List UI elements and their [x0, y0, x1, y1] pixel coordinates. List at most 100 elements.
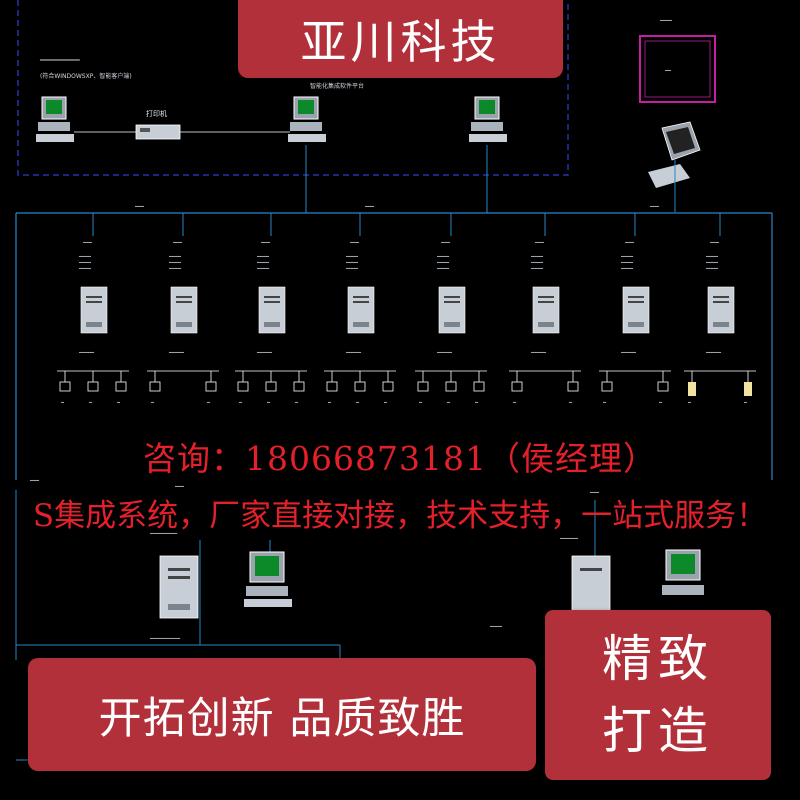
device-icon — [445, 381, 457, 392]
platform-label: 智能化集成软件平台 — [310, 82, 364, 90]
slogan-banner: 开拓创新 品质致胜 — [28, 658, 536, 771]
svg-text:━: ━ — [238, 400, 243, 406]
svg-text:━━━━: ━━━━ — [168, 266, 182, 272]
svg-text:━━━━: ━━━━ — [256, 254, 270, 260]
svg-text:━━━━: ━━━━ — [620, 254, 634, 260]
svg-text:━: ━ — [383, 400, 388, 406]
device-icon — [382, 381, 394, 392]
svg-text:━━━━: ━━━━ — [345, 260, 359, 266]
workstation-center — [288, 96, 326, 142]
svg-text:━━━: ━━━ — [709, 240, 720, 246]
brand-banner: 亚川科技 — [238, 0, 563, 78]
svg-text:━━━: ━━━ — [624, 240, 635, 246]
device-icon — [744, 382, 752, 396]
subsystem-columns: ━━━━━━━━━━━━━━━━━━━━━━━━━━━━━━━━━━━━━━━━… — [57, 213, 756, 406]
device-icon — [417, 381, 429, 392]
svg-text:━━━━: ━━━━ — [168, 254, 182, 260]
svg-text:━━━━: ━━━━ — [78, 266, 92, 272]
lower-right-server — [571, 555, 611, 617]
workstation-left — [36, 96, 74, 142]
subsystem-column: ━━━━━━━━━━━━━━━━━━━━━━ — [599, 213, 671, 406]
printer-label: 打印机 — [146, 109, 167, 118]
svg-text:━━━━: ━━━━ — [530, 254, 544, 260]
svg-text:━━━━: ━━━━ — [345, 254, 359, 260]
svg-text:━━━━: ━━━━ — [705, 260, 719, 266]
subsystem-column: ━━━━━━━━━━━━━━━━━━━━━━━ — [235, 213, 307, 406]
subsystem-column: ━━━━━━━━━━━━━━━━━━━━━━━ — [57, 213, 129, 406]
svg-text:━━━: ━━━ — [29, 478, 40, 484]
device-icon — [115, 381, 127, 392]
svg-text:━━━━━: ━━━━━ — [345, 350, 362, 356]
svg-text:━━━━: ━━━━ — [436, 266, 450, 272]
svg-text:━━━━━━━━━━: ━━━━━━━━━━ — [149, 636, 181, 642]
svg-text:━━━━━━━━━: ━━━━━━━━━ — [149, 531, 178, 537]
svg-text:━━━: ━━━ — [534, 240, 545, 246]
svg-text:━: ━ — [474, 400, 479, 406]
device-icon — [354, 381, 366, 392]
device-icon — [657, 381, 669, 392]
svg-text:━━━━: ━━━━ — [489, 624, 503, 630]
svg-text:━━━━: ━━━━ — [530, 260, 544, 266]
svg-text:━━━━━━: ━━━━━━ — [559, 536, 579, 542]
svg-text:━━━: ━━━ — [349, 240, 360, 246]
slogan-text: 开拓创新 品质致胜 — [98, 693, 466, 744]
service-line: S集成系统，厂家直接对接，技术支持，一站式服务！ — [32, 498, 768, 534]
svg-text:━: ━ — [687, 400, 692, 406]
device-icon — [59, 381, 71, 392]
badge-line-2: 打造 — [602, 702, 714, 760]
main-bus — [15, 212, 773, 480]
svg-text:━━━━: ━━━━ — [620, 266, 634, 272]
enclosure-note-1: ━━━━━━━━━━━ — [39, 57, 80, 64]
device-icon — [511, 381, 523, 392]
dashed-enclosure — [17, 0, 569, 176]
badge-line-1: 精致 — [602, 630, 714, 688]
svg-text:━━━: ━━━ — [440, 240, 451, 246]
svg-text:━━━━: ━━━━ — [705, 266, 719, 272]
device-icon — [567, 381, 579, 392]
device-icon — [205, 381, 217, 392]
svg-text:━━━━━: ━━━━━ — [705, 350, 722, 356]
svg-text:━: ━ — [446, 400, 451, 406]
workstation-right — [469, 96, 507, 142]
svg-text:━━━: ━━━ — [134, 204, 145, 210]
subsystem-column: ━━━━━━━━━━━━━━━━━━━━━━━ — [324, 213, 396, 406]
svg-text:━: ━ — [418, 400, 423, 406]
svg-text:━: ━ — [743, 400, 748, 406]
svg-text:━━━: ━━━ — [82, 240, 93, 246]
workstation-note: (符合WINDOWSXP、智能客户端) — [40, 72, 132, 80]
svg-text:━: ━ — [206, 400, 211, 406]
svg-text:━━━━: ━━━━ — [168, 260, 182, 266]
svg-text:━: ━ — [355, 400, 360, 406]
svg-text:━: ━ — [88, 400, 93, 406]
svg-text:━: ━ — [60, 400, 65, 406]
svg-text:━━━━: ━━━━ — [256, 266, 270, 272]
svg-text:━: ━ — [294, 400, 299, 406]
svg-text:━━━━: ━━━━ — [530, 266, 544, 272]
svg-text:━━━━: ━━━━ — [620, 260, 634, 266]
device-icon — [326, 381, 338, 392]
device-icon — [149, 381, 161, 392]
svg-text:━: ━ — [150, 400, 155, 406]
svg-text:━━━━: ━━━━ — [436, 254, 450, 260]
svg-text:━: ━ — [602, 400, 607, 406]
svg-text:━━━━━: ━━━━━ — [168, 350, 185, 356]
device-icon — [293, 381, 305, 392]
svg-text:━━━: ━━━ — [260, 240, 271, 246]
svg-text:━━━━: ━━━━ — [78, 254, 92, 260]
device-icon — [601, 381, 613, 392]
svg-text:━━━━: ━━━━ — [256, 260, 270, 266]
device-icon — [87, 381, 99, 392]
client-terminal — [648, 121, 701, 212]
svg-text:━━━━━: ━━━━━ — [78, 350, 95, 356]
contact-phone-line: 咨询：18066873181（侯经理） — [143, 439, 657, 478]
lower-workstation — [244, 551, 292, 607]
svg-text:━━━: ━━━ — [589, 490, 600, 496]
svg-text:━: ━ — [327, 400, 332, 406]
subsystem-column: ━━━━━━━━━━━━━━━━━━━━━━ — [684, 213, 756, 406]
drop-lines — [305, 145, 488, 213]
svg-text:━━━━: ━━━━ — [436, 260, 450, 266]
subsystem-column: ━━━━━━━━━━━━━━━━━━━━━━ — [147, 213, 219, 406]
svg-text:━: ━ — [266, 400, 271, 406]
svg-text:━━━━━: ━━━━━ — [256, 350, 273, 356]
brand-title: 亚川科技 — [300, 15, 501, 69]
